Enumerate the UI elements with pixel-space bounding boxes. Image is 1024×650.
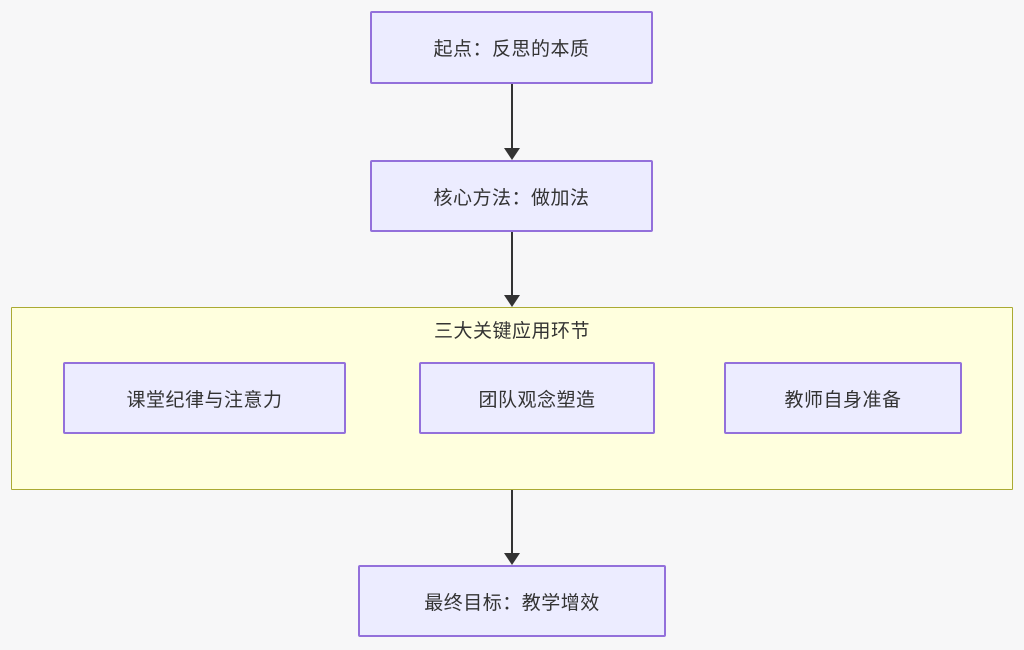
node-core-method: 核心方法：做加法 <box>370 160 653 232</box>
node-team-concept: 团队观念塑造 <box>419 362 655 434</box>
node-start: 起点：反思的本质 <box>370 11 653 84</box>
subgraph-title: 三大关键应用环节 <box>433 321 590 342</box>
node-classroom-discipline-label: 课堂纪律与注意力 <box>126 389 283 411</box>
arrow-subgraph-to-goal <box>511 490 513 553</box>
arrow-method-to-subgraph <box>511 232 513 295</box>
arrow-start-to-method <box>511 84 513 148</box>
node-final-goal: 最终目标：教学增效 <box>358 565 666 637</box>
node-teacher-preparation: 教师自身准备 <box>724 362 962 434</box>
node-teacher-preparation-label: 教师自身准备 <box>784 389 902 411</box>
node-classroom-discipline: 课堂纪律与注意力 <box>63 362 346 434</box>
node-final-goal-label: 最终目标：教学增效 <box>424 592 600 614</box>
node-team-concept-label: 团队观念塑造 <box>478 389 596 411</box>
node-core-method-label: 核心方法：做加法 <box>433 187 590 209</box>
node-start-label: 起点：反思的本质 <box>433 39 590 60</box>
